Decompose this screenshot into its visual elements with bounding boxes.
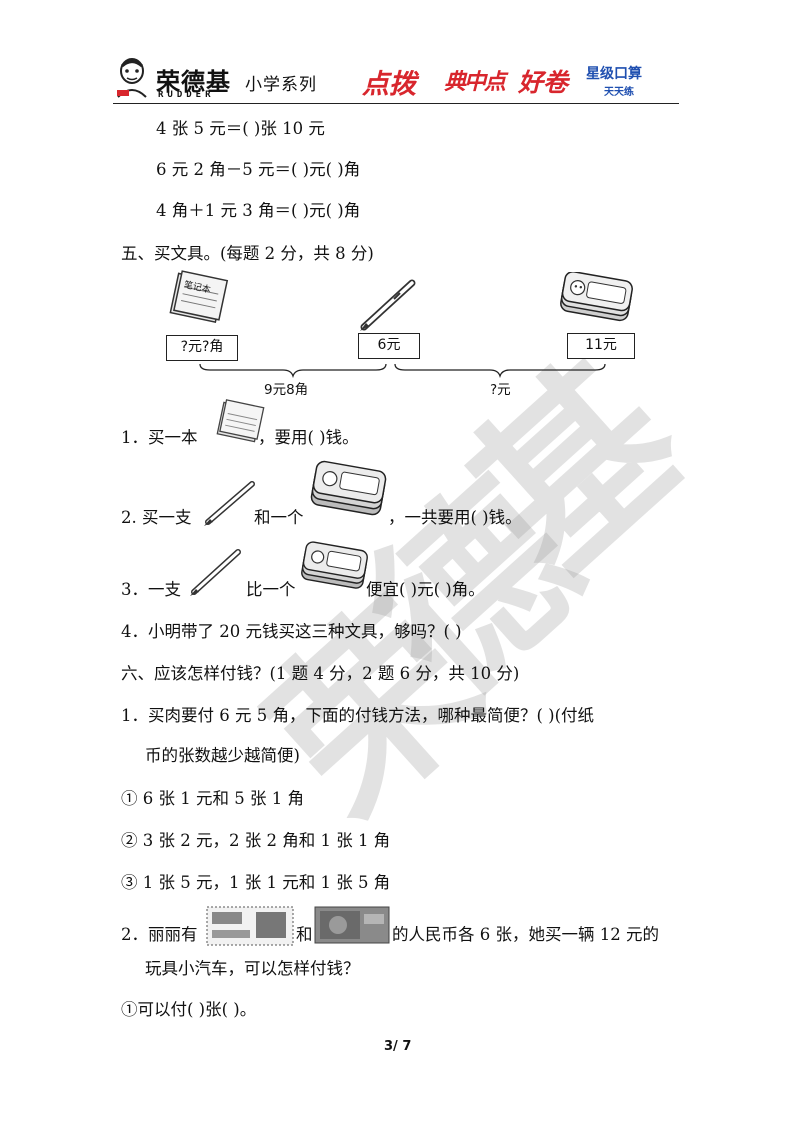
price-box-notebook: ?元?角: [166, 335, 238, 361]
pen-icon: [360, 279, 416, 331]
q5-2-mid: 和一个: [254, 508, 304, 527]
logo-dianzhongdian: 典中点: [444, 70, 506, 95]
notebook-inline-icon: [216, 399, 265, 443]
banknote-1yuan-icon: [206, 906, 294, 946]
pen-inline-icon: [204, 481, 255, 526]
q5-4: 4．小明带了 20 元钱买这三种文具，够吗？( ): [121, 622, 462, 641]
logo-haojuan: 好卷: [518, 68, 569, 97]
pen-inline-icon-2: [190, 549, 241, 596]
brand-name: 荣德基: [156, 68, 231, 96]
q6-2-answer-1: ①可以付( )张( )。: [121, 1000, 257, 1019]
q6-1-option-3: ③ 1 张 5 元，1 张 1 元和 1 张 5 角: [121, 873, 391, 892]
brand-sub: RUDDER: [158, 90, 215, 100]
q5-3-start: 3．一支: [121, 580, 181, 599]
banknote-5jiao-icon: [314, 906, 390, 944]
section5-title: 五、买文具。(每题 2 分，共 8 分): [121, 244, 374, 263]
q6-2-mid: 和: [296, 925, 313, 944]
header-rule: [113, 103, 679, 104]
logo-xingji-top: 星级口算: [586, 66, 642, 82]
q6-2-line2: 玩具小汽车，可以怎样付钱？: [145, 959, 360, 978]
price-box-pen: 6元: [358, 333, 420, 359]
q5-1-start: 1．买一本: [121, 428, 198, 447]
logo-dianbo: 点拨: [362, 69, 416, 100]
top-line-1: 4 张 5 元＝( )张 10 元: [156, 119, 325, 138]
top-line-3: 4 角＋1 元 3 角＝( )元( )角: [156, 201, 361, 220]
pencil-case-inline-icon: [310, 460, 387, 516]
brace-left: [199, 363, 387, 378]
q6-1-line2: 币的张数越少越简便): [145, 746, 300, 765]
series-name: 小学系列: [245, 75, 317, 95]
q5-2-end: ，一共要用( )钱。: [388, 508, 522, 527]
logo-xingji-bottom: 天天练: [604, 87, 634, 98]
q6-1-line1: 1．买肉要付 6 元 5 角，下面的付钱方法，哪种最简便？( )(付纸: [121, 706, 595, 725]
q6-1-option-1: ① 6 张 1 元和 5 张 1 角: [121, 789, 304, 808]
q5-2-start: 2. 买一支: [121, 508, 192, 527]
q5-3-end: 便宜( )元( )角。: [366, 580, 485, 599]
q6-1-option-2: ② 3 张 2 元，2 张 2 角和 1 张 1 角: [121, 831, 391, 850]
pencil-case-inline-icon-2: [301, 541, 368, 589]
q6-2-end: 的人民币各 6 张，她买一辆 12 元的: [392, 925, 659, 944]
top-line-2: 6 元 2 角－5 元＝( )元( )角: [156, 160, 361, 179]
notebook-icon: [169, 270, 229, 324]
section6-title: 六、应该怎样付钱？(1 题 4 分，2 题 6 分，共 10 分): [121, 664, 520, 683]
page-number: 3/ 7: [384, 1039, 412, 1054]
brace-right: [394, 363, 606, 378]
brace-left-label: 9元8角: [264, 382, 309, 398]
mascot-logo-icon: [117, 58, 147, 98]
q5-1-end: ，要用( )钱。: [258, 428, 359, 447]
q6-2-start: 2．丽丽有: [121, 925, 198, 944]
brace-right-label: ?元: [490, 382, 511, 398]
price-box-pencilcase: 11元: [567, 333, 635, 359]
pencil-case-icon: [560, 272, 633, 322]
q5-3-mid: 比一个: [246, 580, 296, 599]
